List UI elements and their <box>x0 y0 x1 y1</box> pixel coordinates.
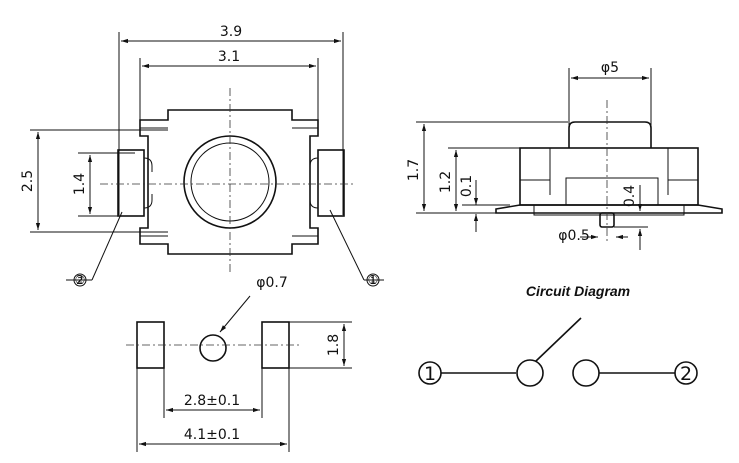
dim-body-width: 3.1 <box>218 49 240 65</box>
switch-contact-right <box>572 359 600 387</box>
circuit-title: Circuit Diagram <box>526 283 630 299</box>
dim-standoff: 0.1 <box>459 175 475 197</box>
callout-pin1: ① <box>368 273 379 287</box>
pcb-layout: φ0.7 1.8 2.8±0.1 4.1±0.1 <box>126 275 352 452</box>
dim-body-height: 1.2 <box>438 171 454 193</box>
pin1-label: 1 <box>424 363 436 385</box>
switch-lever <box>535 317 582 362</box>
switch-body-outline <box>139 109 319 255</box>
actuator-outer-circle <box>183 135 277 229</box>
svg-text:2: 2 <box>76 273 84 287</box>
dim-pad-height: 1.8 <box>326 334 342 356</box>
switch-contact-left <box>516 359 544 387</box>
side-body <box>519 147 699 206</box>
dim-height: 2.5 <box>20 170 36 192</box>
dim-outer-span: 4.1±0.1 <box>184 427 240 443</box>
dim-post-diameter: φ0.5 <box>558 228 590 244</box>
dim-overall-width: 3.9 <box>220 24 242 40</box>
dim-actuator-diameter: φ5 <box>601 60 619 76</box>
terminal-right <box>309 149 345 217</box>
circuit-diagram: Circuit Diagram 1 2 <box>418 283 698 387</box>
callout-pin2: ② <box>75 273 86 287</box>
dim-total-height: 1.7 <box>406 159 422 181</box>
pin2-circle <box>674 361 698 385</box>
side-actuator <box>568 121 652 148</box>
dim-post-length: 0.4 <box>622 185 638 207</box>
pin2-label: 2 <box>680 363 692 385</box>
locating-hole <box>199 334 227 362</box>
dim-terminal-span: 1.4 <box>72 173 88 195</box>
top-view: 3.9 3.1 2.5 1.4 <box>20 24 384 287</box>
svg-text:1: 1 <box>369 273 377 287</box>
side-leads <box>495 204 723 214</box>
side-view: φ5 1.7 1.2 0.1 0.4 <box>406 60 723 250</box>
dim-inner-span: 2.8±0.1 <box>184 393 240 409</box>
terminal-left <box>117 149 153 217</box>
dim-hole-diameter: φ0.7 <box>256 275 288 291</box>
